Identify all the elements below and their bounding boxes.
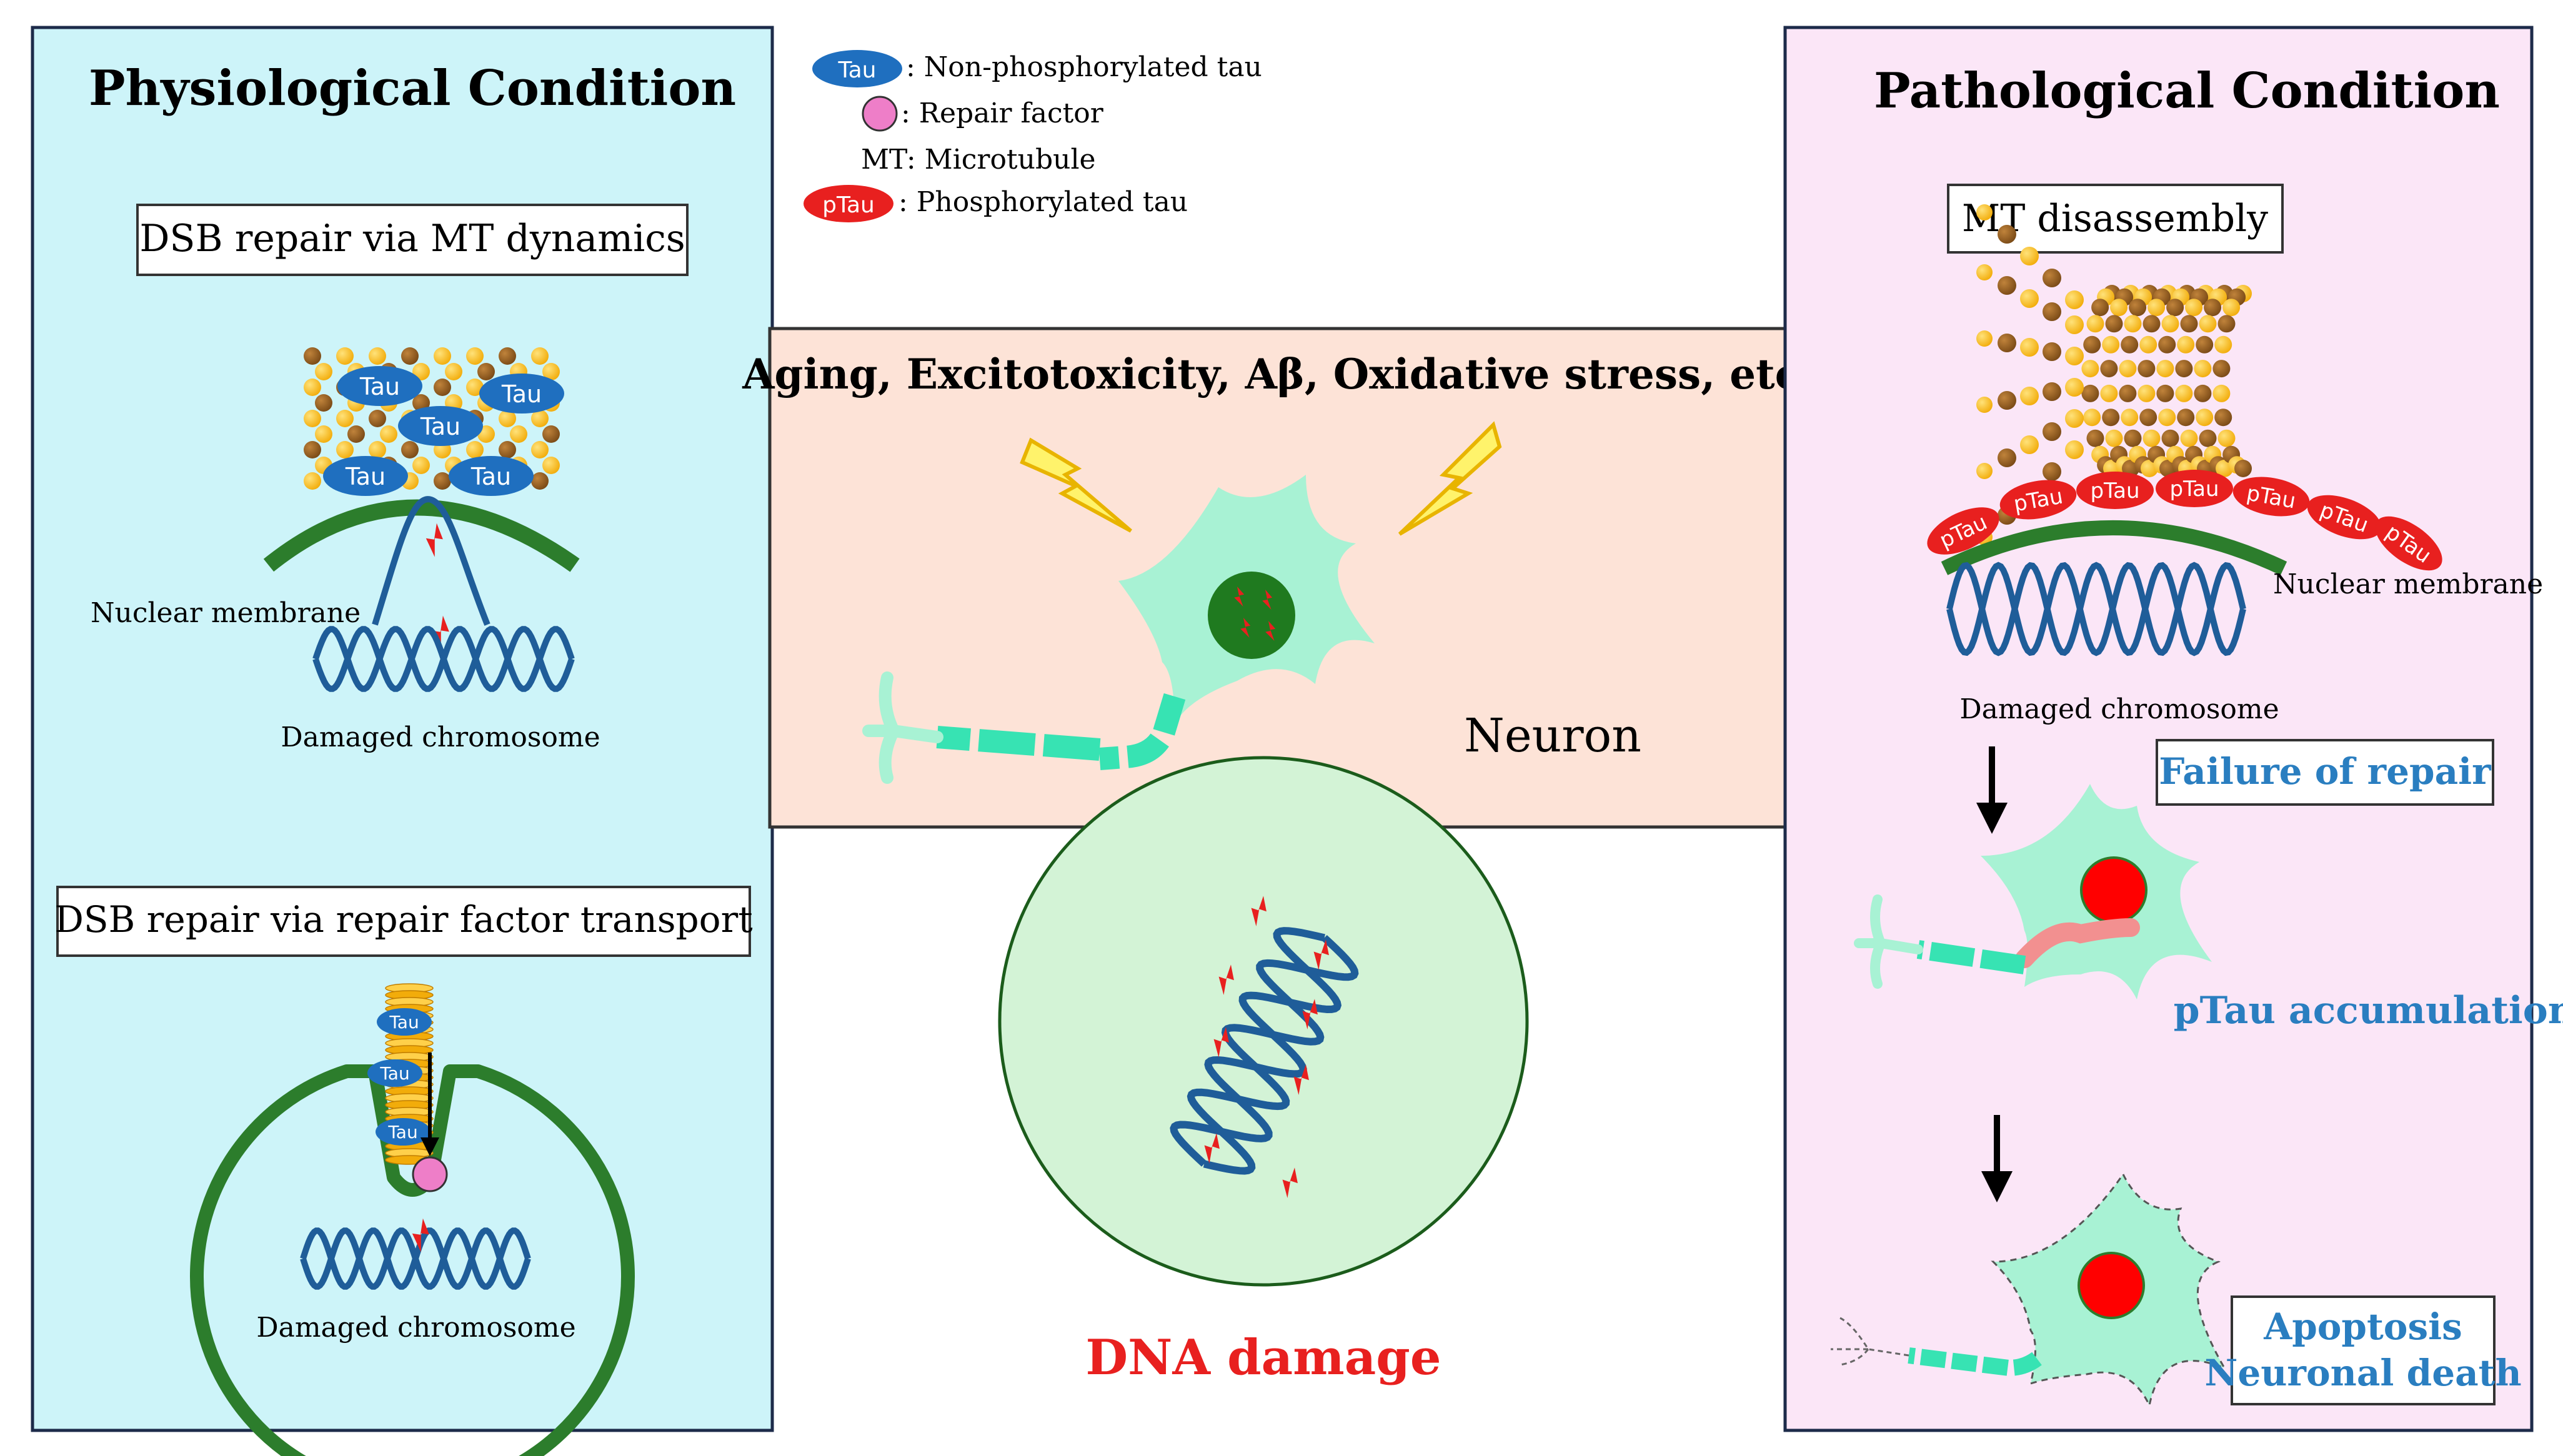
svg-text:Tau: Tau [838,57,877,83]
repair-factor-transport-box [56,886,751,957]
mt-dynamics-label: DSB repair via MT dynamics [139,217,685,260]
nuclear-membrane-label-right: Nuclear membrane [2273,568,2543,600]
neuron-ptau-icon [1854,784,2212,999]
invaginated-nucleus [190,1064,635,1456]
tau-oval: Tau [323,456,408,496]
damaged-chromosome-label-2: Damaged chromosome [256,1312,575,1344]
tau-oval: Tau [377,1008,432,1036]
damaged-chromosome-helix [300,1227,531,1290]
legend-tau-text: : Non-phosphorylated tau [906,51,1262,83]
legend-repair-factor-icon [862,96,898,132]
tau-oval: Tau [337,366,422,406]
failure-box [2156,739,2494,806]
dying-neuron-icon [1831,1172,2227,1409]
apoptosis-box [2231,1295,2496,1405]
neuronal-death-label: Neuronal death [2204,1352,2521,1394]
pathological-panel [1783,26,2534,1432]
stressors-text: Aging, Excitotoxicity, Aβ, Oxidative str… [742,350,1814,399]
svg-text:Tau: Tau [387,1122,417,1142]
nuclear-membrane-label: Nuclear membrane [91,597,361,629]
svg-text:Tau: Tau [501,380,542,408]
neuron-icon [862,475,1375,784]
mt-dynamics-box [136,204,689,276]
svg-text:Tau: Tau [345,463,386,490]
legend-mt-text: MT: Microtubule [861,144,1096,176]
tau-oval: Tau [398,406,483,446]
svg-text:Tau: Tau [379,1063,409,1084]
legend-ptau-text: : Phosphorylated tau [898,186,1188,218]
legend: Tau : Non-phosphorylated tau : Repair fa… [804,50,1262,222]
repair-factor-transport-label: DSB repair via repair factor transport [54,898,752,941]
svg-text:pTau: pTau [2090,478,2139,503]
tau-oval: Tau [449,456,534,496]
tau-oval: Tau [479,374,564,414]
svg-text:Tau: Tau [389,1012,419,1033]
tau-oval: Tau [376,1118,430,1146]
nuclear-membrane-arc [1941,520,2287,575]
svg-text:Tau: Tau [470,463,511,490]
legend-repair-text: : Repair factor [901,97,1104,129]
apoptosis-label: Apoptosis [2263,1305,2462,1348]
damaged-chromosome-helix [312,626,575,692]
tau-oval: Tau [367,1059,422,1087]
damaged-chromosome-label-1: Damaged chromosome [281,721,600,753]
stress-lightning-icon [1398,421,1502,536]
chromatin-loop [372,496,490,626]
damaged-nucleus [1208,572,1295,659]
neuron-label: Neuron [1464,709,1641,763]
svg-text:Tau: Tau [420,413,460,440]
svg-text:pTau: pTau [2169,477,2219,502]
legend-ptau-badge [804,185,893,222]
repair-factor-dot [412,1156,448,1192]
dna-damage-label: DNA damage [1086,1329,1441,1386]
ptau-accumulation-label: pTau accumulation [2174,989,2563,1033]
stress-lightning-icon [1020,437,1132,533]
physiological-title: Physiological Condition [89,60,736,117]
svg-text:Tau: Tau [359,373,400,400]
svg-text:pTau: pTau [822,192,875,218]
damaged-chromosome-helix [1946,562,2246,656]
pathological-title: Pathological Condition [1874,62,2500,119]
failure-label: Failure of repair [2159,750,2492,793]
legend-tau-badge [812,50,902,87]
disassembling-microtubule [1976,204,2252,545]
damaged-chromosome-label-right: Damaged chromosome [1959,693,2279,725]
